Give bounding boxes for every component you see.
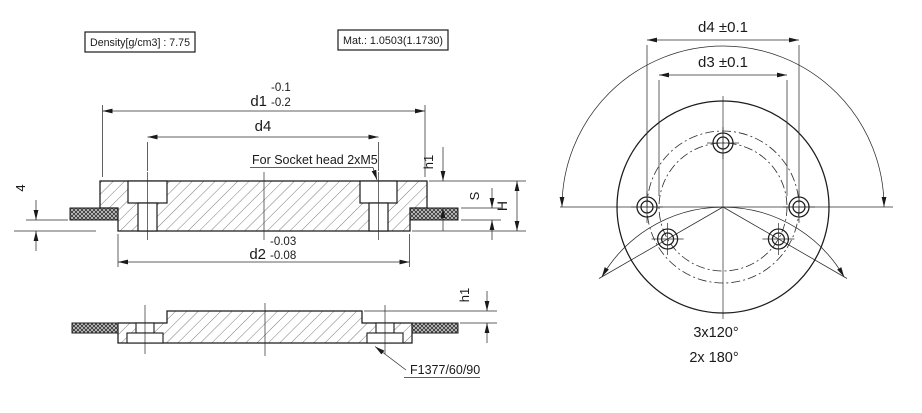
dim-seal-offset: 4 — [13, 184, 96, 251]
dim-s: S — [461, 188, 501, 240]
dim-d3-front: d3 ±0.1 — [658, 54, 788, 196]
dim-angle-2x180: 2x 180° — [559, 45, 887, 366]
angle-leg-right — [722, 206, 848, 279]
d1-label: d1 — [250, 93, 267, 110]
material-note: Mat.: 1.0503(1.1730) — [343, 35, 443, 47]
upper-section-view: d1 -0.1 -0.2 d4 For Socket head 2xM5 d2 … — [13, 82, 526, 267]
density-box: Density[g/cm3] : 7.75 — [84, 31, 196, 53]
angle-leg-left — [598, 206, 724, 279]
seal-right — [409, 207, 459, 221]
h-label: H — [494, 201, 510, 211]
seal-right — [411, 322, 459, 334]
s-label: S — [467, 191, 482, 200]
dim-h1-lower: h1 — [364, 288, 497, 343]
seal-part-note: F1377/60/90 — [410, 363, 480, 377]
seal-left — [71, 322, 119, 334]
bolt-hole-lower-right — [762, 223, 795, 255]
dim-angle-3x120: 3x120° — [601, 206, 845, 341]
h1-lower-label: h1 — [457, 288, 472, 302]
dim-d4: d4 — [147, 118, 379, 171]
bolt-hole-top — [707, 127, 739, 159]
d2-tol-upper: -0.03 — [270, 236, 296, 248]
h1-upper-label: h1 — [421, 155, 436, 169]
seal-left — [69, 207, 119, 221]
front-view: d4 ±0.1 d3 ±0.1 3x120° 2x 180° — [559, 19, 893, 366]
dim-h1-upper: h1 — [421, 147, 446, 231]
angle-2x180-label: 2x 180° — [689, 350, 738, 366]
dim-h: H — [412, 180, 526, 232]
d4-front-label: d4 ±0.1 — [698, 19, 748, 36]
d4-label: d4 — [255, 118, 272, 135]
socket-head-note: For Socket head 2xM5 — [250, 153, 378, 181]
dim-d4-front: d4 ±0.1 — [646, 19, 800, 203]
d2-label: d2 — [249, 246, 266, 263]
d2-tol-lower: -0.08 — [270, 250, 296, 262]
d1-tol-lower: -0.2 — [271, 97, 291, 109]
seal-part-callout: F1377/60/90 — [374, 346, 480, 378]
lower-section-view: h1 F1377/60/90 — [71, 288, 497, 378]
dim-d2: d2 -0.03 -0.08 — [117, 234, 410, 267]
material-box: Mat.: 1.0503(1.1730) — [337, 29, 449, 51]
dim-d1: d1 -0.1 -0.2 — [102, 82, 426, 177]
angle-3x120-label: 3x120° — [693, 325, 738, 341]
d3-front-label: d3 ±0.1 — [698, 54, 748, 71]
seal-offset-label: 4 — [13, 184, 28, 191]
outer-circle — [616, 100, 830, 314]
density-note: Density[g/cm3] : 7.75 — [90, 37, 190, 49]
d1-tol-upper: -0.1 — [271, 82, 291, 94]
socket-note-text: For Socket head 2xM5 — [252, 153, 378, 167]
bolt-hole-lower-left — [651, 223, 684, 255]
